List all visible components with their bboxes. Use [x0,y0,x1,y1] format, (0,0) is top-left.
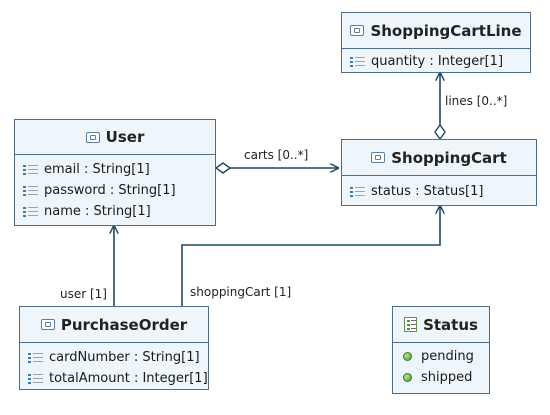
literal-icon [403,352,412,361]
literal-list: pending shipped [393,343,489,388]
attribute-icon [28,352,43,364]
aggregation-diamond-lines [434,123,446,141]
class-purchase-order[interactable]: PurchaseOrder cardNumber : String[1] tot… [19,306,209,390]
class-shopping-cart-line[interactable]: ShoppingCartLine quantity : Integer[1] [341,12,531,73]
class-name: ShoppingCart [391,148,507,167]
attribute-list: quantity : Integer[1] [342,49,530,72]
attribute-row[interactable]: email : String[1] [23,159,215,180]
association-label-lines: lines [0..*] [445,94,508,108]
attribute-list: cardNumber : String[1] totalAmount : Int… [20,343,208,389]
class-name: ShoppingCartLine [370,21,522,40]
attribute-text: name : String[1] [44,204,151,219]
association-lines[interactable] [434,73,446,141]
class-icon [371,152,386,163]
enumeration-icon [404,317,418,332]
class-name: User [105,128,145,146]
attribute-text: status : Status[1] [371,184,484,199]
reference-shopping-cart[interactable] [181,206,440,306]
attribute-row[interactable]: name : String[1] [23,201,215,222]
attribute-row[interactable]: status : Status[1] [350,181,536,202]
class-header: ShoppingCartLine [342,13,530,49]
enum-literal-row[interactable]: shipped [401,367,489,388]
enum-literal-row[interactable]: pending [401,346,489,367]
aggregation-diamond-carts [214,162,232,174]
class-name: PurchaseOrder [60,315,188,334]
attribute-icon [350,56,365,68]
class-user[interactable]: User email : String[1] password : String… [14,119,216,226]
attribute-row[interactable]: quantity : Integer[1] [350,51,530,72]
association-label-carts: carts [0..*] [244,148,309,162]
attribute-list: status : Status[1] [342,176,536,202]
attribute-icon [23,206,38,218]
attribute-icon [23,185,38,197]
attribute-row[interactable]: cardNumber : String[1] [28,347,208,368]
class-header: User [15,120,215,155]
enum-name: Status [423,315,478,334]
attribute-text: password : String[1] [44,183,176,198]
attribute-row[interactable]: totalAmount : Integer[1] [28,368,208,389]
attribute-icon [28,373,43,385]
attribute-icon [23,164,38,176]
attribute-text: cardNumber : String[1] [49,350,200,365]
attribute-icon [350,186,365,198]
attribute-list: email : String[1] password : String[1] n… [15,155,215,222]
class-icon [85,131,100,143]
class-icon [350,25,365,36]
literal-icon [403,373,412,382]
attribute-text: email : String[1] [44,162,150,177]
association-label-user: user [1] [60,287,107,301]
class-shopping-cart[interactable]: ShoppingCart status : Status[1] [341,139,537,206]
enum-status[interactable]: Status pending shipped [392,306,490,394]
class-icon [40,319,55,330]
literal-text: pending [421,349,474,364]
class-header: ShoppingCart [342,140,536,176]
attribute-text: totalAmount : Integer[1] [49,371,208,386]
literal-text: shipped [421,370,473,385]
association-label-shopping-cart: shoppingCart [1] [190,285,292,299]
attribute-text: quantity : Integer[1] [371,54,504,69]
attribute-row[interactable]: password : String[1] [23,180,215,201]
association-carts[interactable] [214,162,338,174]
class-header: PurchaseOrder [20,307,208,343]
enum-header: Status [393,307,489,343]
